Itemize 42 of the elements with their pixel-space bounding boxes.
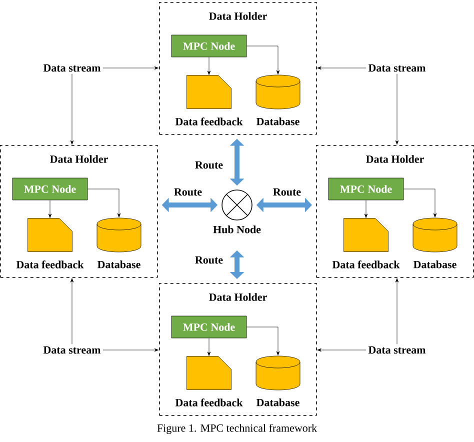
arrow [48,200,52,218]
edge-label: Route [272,187,302,197]
arrow [207,57,211,75]
arrow [317,66,366,70]
shape-label: Data feedback [175,118,243,126]
frame-title: Data Holder [366,155,424,163]
process-box: MPC Node [12,178,88,200]
process-box: MPC Node [328,178,404,200]
arrow [364,200,368,218]
arrow [395,74,399,145]
frame-title: Data Holder [209,12,267,20]
process-box: MPC Node [171,34,247,58]
shape-label: Database [256,118,300,126]
edge-label: Route [172,187,204,197]
arrow [246,326,280,356]
shape-label: Data feedback [175,398,243,406]
arrow [102,348,159,352]
stream-label: Data stream [43,346,101,354]
arrow [102,66,159,70]
stream-label: Data stream [368,346,426,354]
process-box: MPC Node [171,316,247,338]
shape-label: Database [256,398,300,406]
edge-label: Route [194,160,224,170]
frame-title: Data Holder [50,155,108,163]
arrow [70,278,74,344]
arrow [317,348,366,352]
shape-label: Database [98,260,140,268]
shape-label: Data feedback [332,260,400,268]
arrow [246,46,280,74]
arrow [404,188,437,218]
stream-label: Data stream [43,64,101,72]
shape-label: Database [414,260,456,268]
edge-label: Route [194,255,224,265]
arrow [88,188,121,218]
stream-label: Data stream [368,64,426,72]
caption: Figure 1. MPC technical framework [157,424,318,434]
arrow [395,278,399,344]
arrow [207,338,211,356]
hub-label: Hub Node [213,226,261,234]
arrow [70,74,74,145]
shape-label: Data feedback [16,260,84,268]
frame-title: Data Holder [209,293,267,301]
